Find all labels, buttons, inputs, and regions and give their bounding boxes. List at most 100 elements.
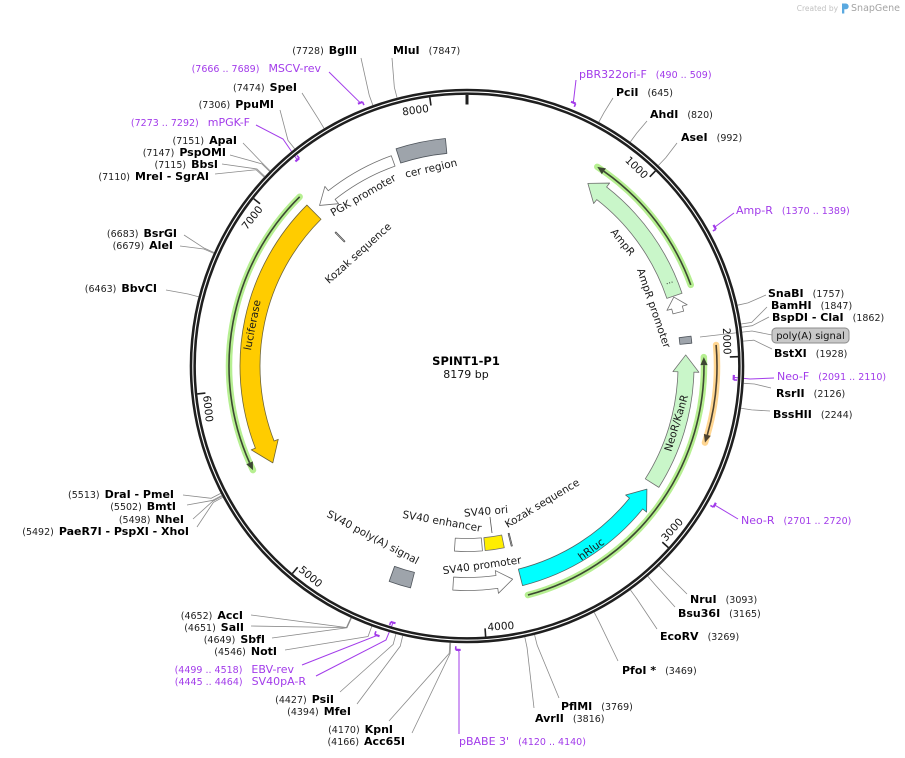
enzyme-site-nhei[interactable]: (5498) NheI <box>119 513 184 526</box>
feature-label-kozak-sequence[interactable]: Kozak sequence <box>503 477 582 531</box>
primer-mscv-rev[interactable] <box>357 100 365 106</box>
enzyme-site-alei[interactable]: (6679)AleI <box>113 239 173 252</box>
enzyme-site-mlui[interactable]: MluI(7847) <box>393 44 460 57</box>
enzyme-position[interactable]: (1928) <box>816 349 848 360</box>
enzyme-site-ahdi[interactable]: AhdI(820) <box>650 108 713 121</box>
orf-track-3[interactable] <box>524 353 708 599</box>
orf-line[interactable] <box>527 365 705 596</box>
enzyme-name[interactable]: RsrII <box>776 387 805 400</box>
enzyme-name[interactable]: EcoRV <box>660 630 699 643</box>
enzyme-name[interactable]: Acc65I <box>364 735 405 748</box>
callout-poly-a-signal[interactable]: poly(A) signal <box>771 327 850 344</box>
primer-name[interactable]: Neo-F <box>777 370 809 383</box>
primer-name[interactable]: pBABE 3' <box>459 735 509 748</box>
feature-poly-a-signal[interactable] <box>678 335 693 345</box>
primer-neo-r[interactable] <box>709 502 717 508</box>
enzyme-name[interactable]: NheI <box>155 513 184 526</box>
enzyme-position[interactable]: (5498) <box>119 515 151 526</box>
primer-name[interactable]: Amp-R <box>736 204 773 217</box>
enzyme-site-paer7i-pspxi-xhoi[interactable]: (5492)PaeR7I - PspXI - XhoI <box>22 525 189 538</box>
enzyme-name[interactable]: MluI <box>393 44 420 57</box>
enzyme-name[interactable]: PflMI <box>561 700 592 713</box>
enzyme-position[interactable]: (6679) <box>113 241 145 252</box>
primer-range[interactable]: (1370 .. 1389) <box>782 206 850 217</box>
primer-ebv-rev[interactable] <box>374 631 380 638</box>
enzyme-name[interactable]: BbsI <box>191 158 218 171</box>
orf-line[interactable] <box>706 344 718 436</box>
feature-label-sv40-ori[interactable]: SV40 ori <box>464 504 509 520</box>
primer-range[interactable]: (4120 .. 4140) <box>518 737 586 748</box>
enzyme-position[interactable]: (645) <box>647 88 673 99</box>
orf-track-4[interactable] <box>701 341 721 446</box>
enzyme-site-avrii[interactable]: AvrII (3816) <box>535 712 605 725</box>
enzyme-position[interactable]: (7728) <box>292 46 324 57</box>
feature-track[interactable] <box>239 138 700 594</box>
primer-pbr322ori-f[interactable] <box>570 100 577 108</box>
orf-track-2[interactable] <box>594 163 694 289</box>
orf-line[interactable] <box>228 196 301 464</box>
enzyme-site-bamhi[interactable]: BamHI (1847) <box>771 299 852 312</box>
enzyme-site-asei[interactable]: AseI(992) <box>681 131 742 144</box>
primer-range[interactable]: (4499 .. 4518) <box>175 665 243 676</box>
enzyme-position[interactable]: (4546) <box>214 647 246 658</box>
primer-range[interactable]: (4445 .. 4464) <box>175 677 243 688</box>
enzyme-site-sali[interactable]: (4651)SalI <box>184 621 244 634</box>
primer-range[interactable]: (2701 .. 2720) <box>784 516 852 527</box>
enzyme-site-pfoi[interactable]: PfoI *(3469) <box>622 664 697 677</box>
feature-kozak-sequence[interactable] <box>507 532 513 547</box>
primer-label-mpgk-f[interactable]: (7273 .. 7292)mPGK-F <box>131 116 250 129</box>
enzyme-position[interactable]: (7110) <box>98 172 130 183</box>
enzyme-position[interactable]: (7474) <box>233 83 265 94</box>
enzyme-name[interactable]: BbvCI <box>121 282 157 295</box>
feature-label-kozak-sequence[interactable]: Kozak sequence <box>323 221 394 287</box>
primer-label-pbr322ori-f[interactable]: pBR322ori-F(490 .. 509) <box>579 68 712 81</box>
enzyme-position[interactable]: (5502) <box>110 502 142 513</box>
primer-label-pbabe-3[interactable]: pBABE 3' (4120 .. 4140) <box>459 735 586 748</box>
enzyme-site-apai[interactable]: (7151)ApaI <box>173 134 238 147</box>
enzyme-site-bspdi-clai[interactable]: BspDI - ClaI(1862) <box>772 311 884 324</box>
enzyme-name[interactable]: BamHI <box>771 299 812 312</box>
enzyme-name[interactable]: NotI <box>251 645 277 658</box>
feature-label-item[interactable]: ... <box>664 276 674 287</box>
enzyme-name[interactable]: PfoI * <box>622 664 656 677</box>
enzyme-name[interactable]: PpuMI <box>235 98 274 111</box>
enzyme-position[interactable]: (7115) <box>155 160 187 171</box>
enzyme-position[interactable]: (2244) <box>821 410 853 421</box>
enzyme-position[interactable]: (3816) <box>573 714 605 725</box>
enzyme-position[interactable]: (3093) <box>726 595 758 606</box>
enzyme-site-pspomi[interactable]: (7147)PspOMI <box>143 146 226 159</box>
feature-pgk-promoter[interactable] <box>319 155 396 206</box>
feature-sv40-poly-a-signal[interactable] <box>388 565 415 589</box>
enzyme-position[interactable]: (1847) <box>821 301 853 312</box>
enzyme-name[interactable]: BssHII <box>773 408 812 421</box>
enzyme-name[interactable]: AvrII <box>535 712 564 725</box>
feature-label-sv40-promoter[interactable]: SV40 promoter <box>442 554 523 577</box>
feature-hrluc[interactable] <box>517 488 648 586</box>
enzyme-name[interactable]: SpeI <box>270 81 297 94</box>
enzyme-position[interactable]: (6463) <box>85 284 117 295</box>
enzyme-name[interactable]: BglII <box>329 44 357 57</box>
primer-binding-mark[interactable] <box>294 157 300 163</box>
primer-name[interactable]: SV40pA-R <box>252 675 307 688</box>
feature-ampr-promoter[interactable] <box>666 296 688 315</box>
enzyme-position[interactable]: (4651) <box>184 623 216 634</box>
enzyme-site-psii[interactable]: (4427)PsiI <box>275 693 334 706</box>
enzyme-site-drai-pmei[interactable]: (5513)DraI - PmeI <box>68 488 174 501</box>
primer-track[interactable] <box>294 100 738 652</box>
primer-name[interactable]: EBV-rev <box>251 663 294 676</box>
primer-mpgk-f[interactable] <box>294 155 300 163</box>
enzyme-site-ppumi[interactable]: (7306)PpuMI <box>199 98 274 111</box>
enzyme-position[interactable]: (3769) <box>601 702 633 713</box>
enzyme-site-pflmi[interactable]: PflMI (3769) <box>561 700 633 713</box>
enzyme-position[interactable]: (5492) <box>22 527 54 538</box>
enzyme-site-nrui[interactable]: NruI(3093) <box>690 593 757 606</box>
enzyme-name[interactable]: BstXI <box>774 347 807 360</box>
enzyme-site-bsshii[interactable]: BssHII (2244) <box>773 408 852 421</box>
enzyme-name[interactable]: ApaI <box>209 134 237 147</box>
enzyme-site-snabi[interactable]: SnaBI(1757) <box>768 287 844 300</box>
enzyme-site-bbvci[interactable]: (6463) BbvCI <box>85 282 157 295</box>
enzyme-name[interactable]: MreI - SgrAI <box>135 170 209 183</box>
orf-tracks[interactable] <box>225 163 721 599</box>
feature-neor-kanr[interactable] <box>644 354 700 488</box>
enzyme-position[interactable]: (7147) <box>143 148 175 159</box>
